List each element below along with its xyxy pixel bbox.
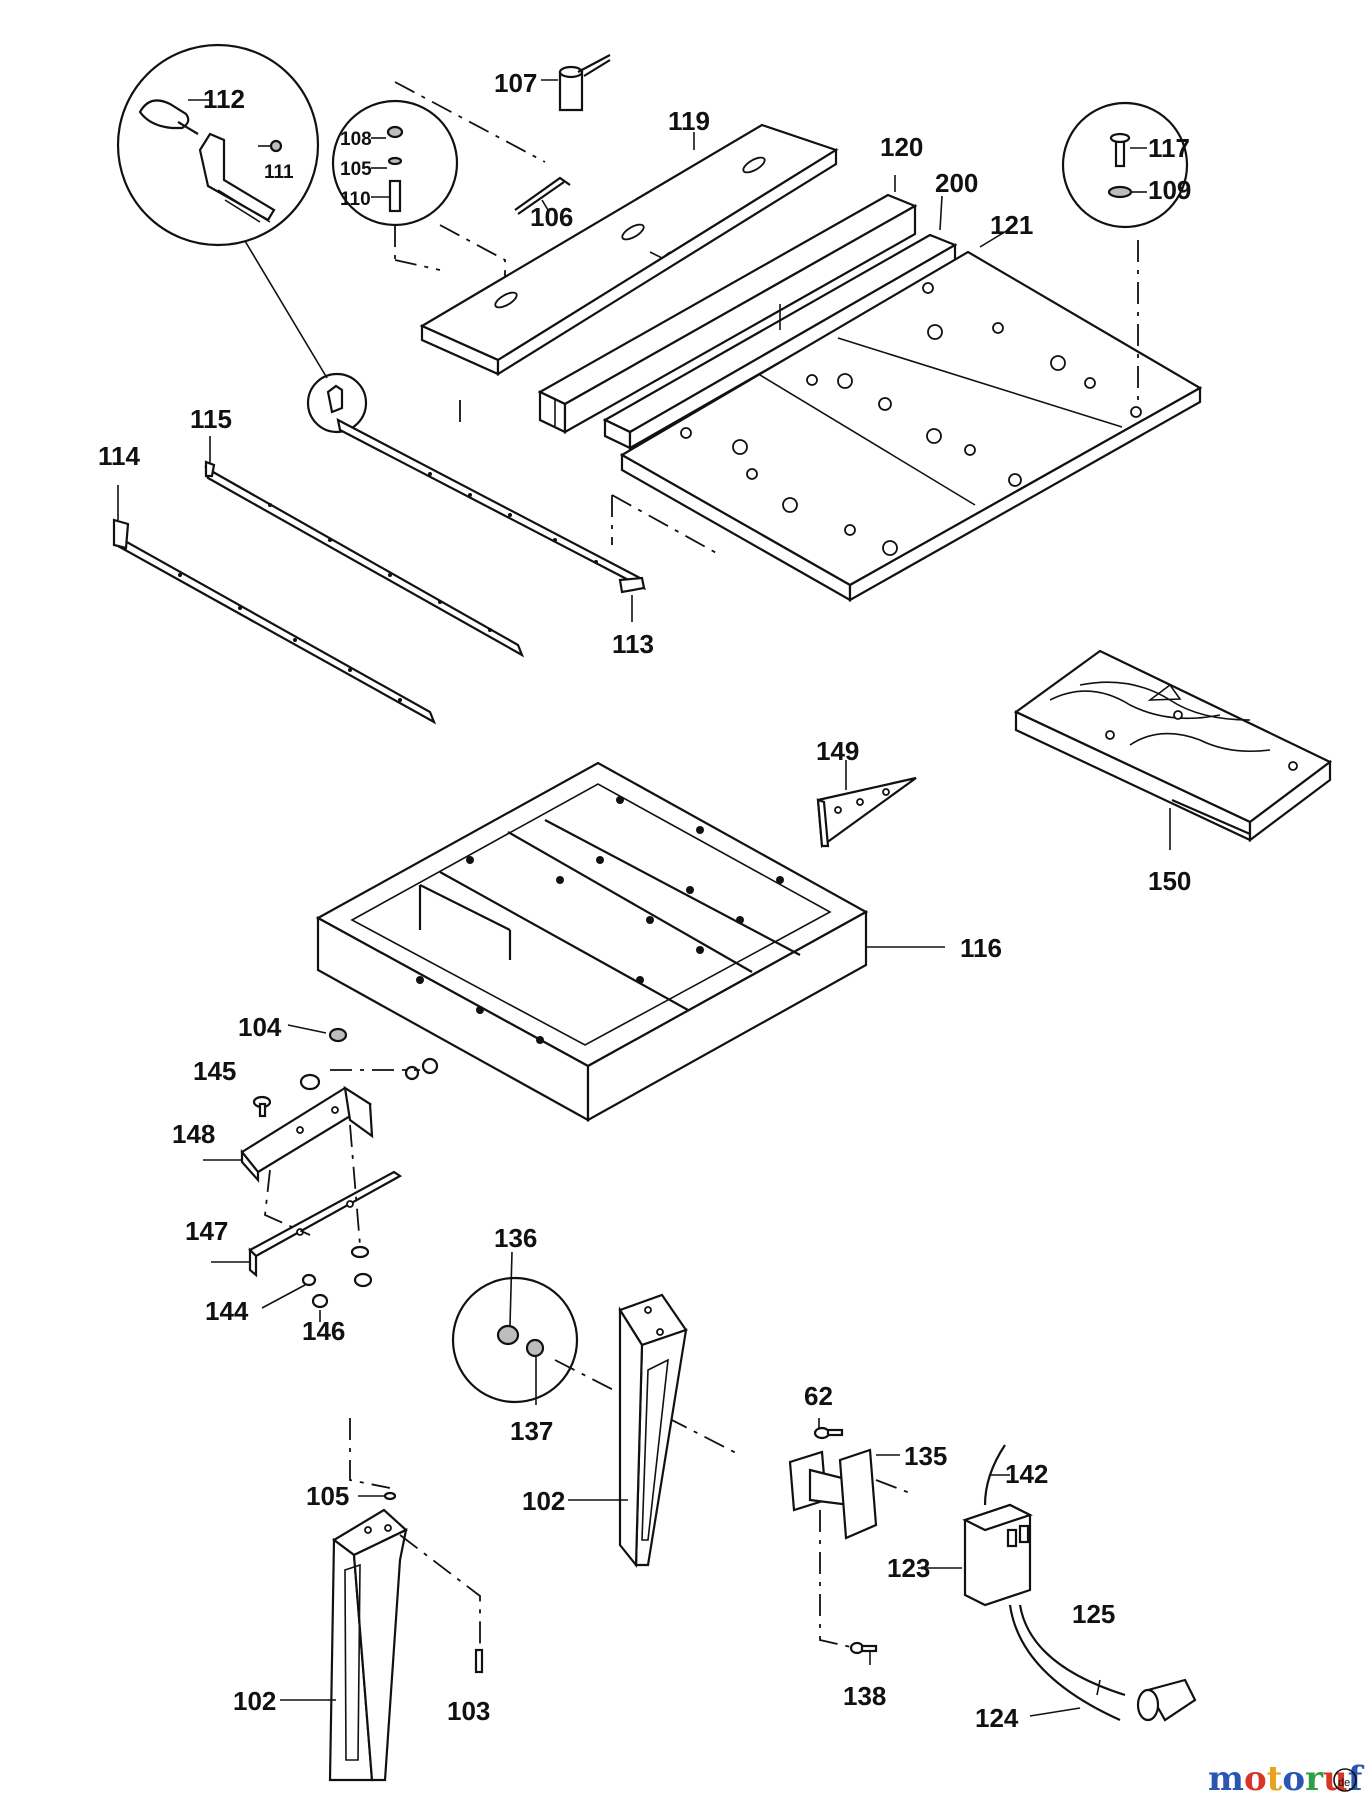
label-148: 148: [172, 1119, 215, 1149]
label-105-top: 105: [340, 159, 372, 180]
rail-115: [204, 436, 525, 658]
label-112: 112: [203, 84, 245, 114]
fence-plate: [419, 123, 839, 376]
socket-wrench: [541, 54, 611, 112]
label-146: 146: [302, 1316, 345, 1346]
detail-circle-bolt: [1061, 101, 1189, 405]
label-116: 116: [960, 933, 1002, 963]
label-149: 149: [816, 736, 859, 766]
leg-upper: [568, 1293, 688, 1569]
label-150: 150: [1148, 866, 1191, 896]
rail-114: [112, 485, 437, 725]
label-124: 124: [975, 1703, 1019, 1733]
label-104: 104: [238, 1012, 282, 1042]
label-144: 144: [205, 1296, 249, 1326]
rail-113: [336, 400, 721, 622]
label-119: 119: [668, 106, 710, 136]
leg-lower: [280, 1418, 484, 1782]
switch-box: [918, 1444, 1197, 1722]
label-121: 121: [990, 210, 1033, 240]
label-113: 113: [612, 629, 654, 659]
frame-116: [315, 761, 945, 1122]
label-117: 117: [1148, 133, 1190, 163]
fence-rails: [537, 175, 958, 450]
label-102-lower: 102: [233, 1686, 276, 1716]
label-135: 135: [904, 1441, 947, 1471]
extension-board: [1013, 649, 1333, 850]
label-109: 109: [1148, 175, 1191, 205]
label-115: 115: [190, 404, 232, 434]
label-102-upper: 102: [522, 1486, 565, 1516]
label-136: 136: [494, 1223, 537, 1253]
foot-104: [287, 1024, 348, 1043]
label-120: 120: [880, 132, 923, 162]
label-62: 62: [804, 1381, 833, 1411]
label-125: 125: [1072, 1599, 1115, 1629]
label-142: 142: [1005, 1459, 1048, 1489]
label-114: 114: [98, 441, 140, 471]
label-147: 147: [185, 1216, 228, 1246]
bracket-detail: [198, 132, 276, 223]
watermark-logo: motoruf de: [1208, 1759, 1365, 1799]
small-hardware: [252, 1057, 439, 1322]
label-108: 108: [340, 129, 372, 150]
label-145: 145: [193, 1056, 236, 1086]
label-123: 123: [887, 1553, 930, 1583]
detail-circle-handle: [116, 43, 328, 379]
detail-circle-nut: [451, 1251, 741, 1456]
label-137: 137: [510, 1416, 553, 1446]
label-138: 138: [843, 1681, 886, 1711]
label-110: 110: [340, 189, 371, 210]
label-103: 103: [447, 1696, 490, 1726]
svg-text:de: de: [1338, 1777, 1350, 1789]
leg-bracket-148: [203, 1085, 374, 1183]
table-top: [619, 229, 1203, 602]
angle-147: [211, 1170, 403, 1278]
part-labels: 112 111 107 108 105 110 106 119 120 200 …: [98, 68, 1191, 1733]
label-200: 200: [935, 168, 978, 198]
switch-mount: [788, 1418, 916, 1649]
label-106: 106: [530, 202, 573, 232]
handle-knob: [138, 99, 199, 135]
bolt-138: [849, 1641, 878, 1665]
label-107: 107: [494, 68, 537, 98]
hex-key: [514, 176, 571, 215]
label-105-lower: 105: [306, 1481, 349, 1511]
detail-circle-small: [306, 372, 368, 434]
bracket-149: [816, 760, 917, 849]
label-111: 111: [264, 162, 294, 183]
